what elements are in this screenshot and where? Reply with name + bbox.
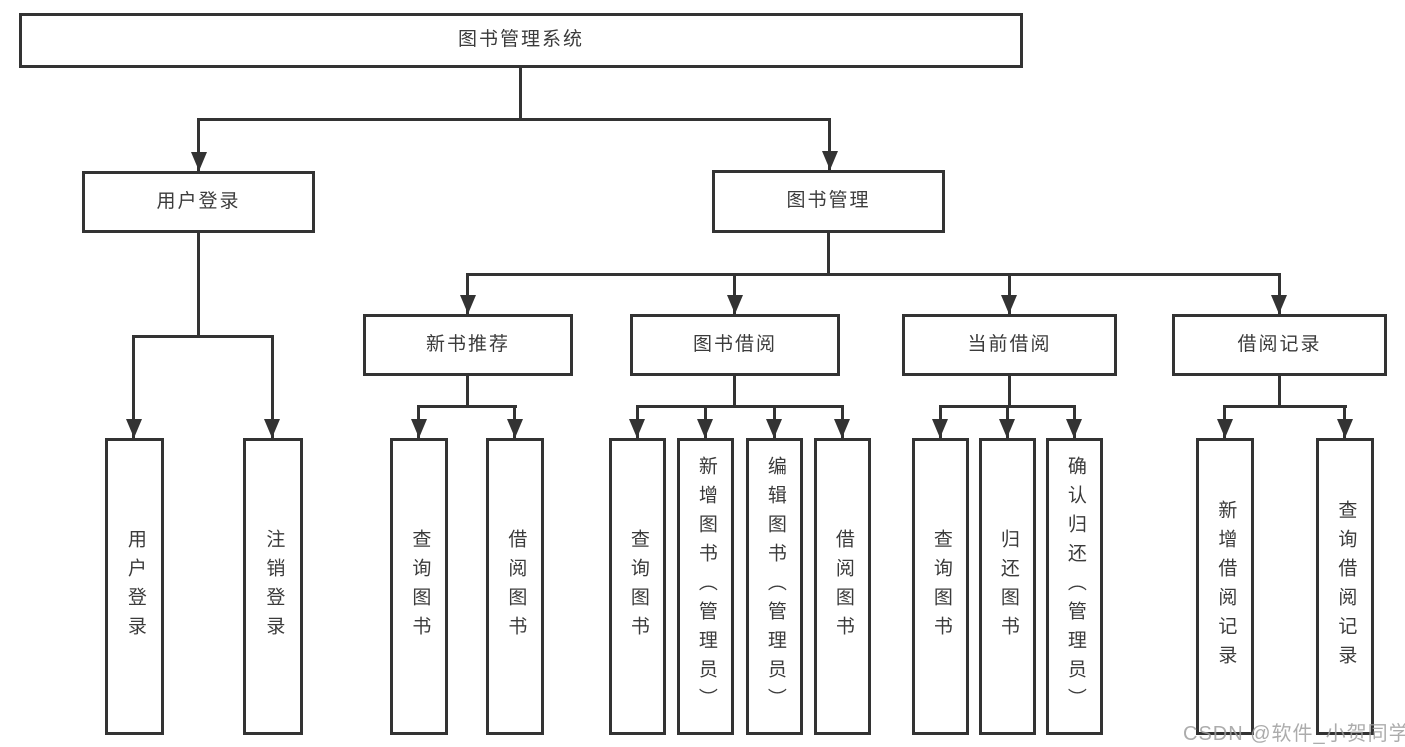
- arrow-down-icon: [411, 419, 427, 438]
- connector-line: [636, 405, 844, 408]
- connector-line: [271, 335, 274, 438]
- leaf-logout: 注销登录: [243, 438, 303, 735]
- connector-line: [733, 376, 736, 405]
- arrow-down-icon: [932, 419, 948, 438]
- leaf-add-books-admin: 新增图书（管理员）: [677, 438, 734, 735]
- arrow-down-icon: [507, 419, 523, 438]
- node-borrowing-records: 借阅记录: [1172, 314, 1387, 376]
- leaf-query-books-2: 查询图书: [609, 438, 666, 735]
- connector-line: [197, 118, 200, 171]
- arrow-down-icon: [1001, 295, 1017, 314]
- connector-line: [468, 273, 1281, 276]
- connector-line: [197, 233, 200, 335]
- arrow-down-icon: [1271, 295, 1287, 314]
- arrow-down-icon: [629, 419, 645, 438]
- node-book-management: 图书管理: [712, 170, 945, 233]
- arrow-down-icon: [1066, 419, 1082, 438]
- connector-line: [466, 273, 469, 314]
- leaf-query-books-1: 查询图书: [390, 438, 448, 735]
- arrow-down-icon: [126, 419, 142, 438]
- connector-line: [1223, 405, 1347, 408]
- arrow-down-icon: [264, 419, 280, 438]
- node-current-borrowing: 当前借阅: [902, 314, 1117, 376]
- node-user-login: 用户登录: [82, 171, 315, 233]
- connector-line: [466, 376, 469, 405]
- leaf-query-borrow-record: 查询借阅记录: [1316, 438, 1374, 735]
- connector-line: [417, 405, 517, 408]
- arrow-down-icon: [191, 152, 207, 171]
- arrow-down-icon: [822, 151, 838, 170]
- node-book-borrowing: 图书借阅: [630, 314, 840, 376]
- leaf-borrow-books-2: 借阅图书: [814, 438, 871, 735]
- connector-line: [733, 273, 736, 314]
- connector-line: [132, 335, 135, 438]
- arrow-down-icon: [1217, 419, 1233, 438]
- leaf-user-login: 用户登录: [105, 438, 164, 735]
- arrow-down-icon: [1337, 419, 1353, 438]
- connector-line: [198, 118, 831, 121]
- leaf-edit-books-admin: 编辑图书（管理员）: [746, 438, 803, 735]
- arrow-down-icon: [834, 419, 850, 438]
- leaf-confirm-return-admin: 确认归还（管理员）: [1046, 438, 1103, 735]
- node-library-management-system: 图书管理系统: [19, 13, 1023, 68]
- csdn-watermark: CSDN @软件_小贺同学: [1183, 723, 1405, 745]
- arrow-down-icon: [460, 295, 476, 314]
- connector-line: [1008, 376, 1011, 405]
- leaf-borrow-books-1: 借阅图书: [486, 438, 544, 735]
- node-new-book-recommendation: 新书推荐: [363, 314, 573, 376]
- connector-line: [133, 335, 274, 338]
- connector-line: [827, 233, 830, 273]
- connector-line: [1278, 376, 1281, 405]
- leaf-query-books-3: 查询图书: [912, 438, 969, 735]
- connector-line: [1278, 273, 1281, 314]
- arrow-down-icon: [999, 419, 1015, 438]
- connector-line: [519, 68, 522, 118]
- connector-line: [828, 118, 831, 170]
- arrow-down-icon: [697, 419, 713, 438]
- leaf-return-books: 归还图书: [979, 438, 1036, 735]
- arrow-down-icon: [727, 295, 743, 314]
- leaf-add-borrow-record: 新增借阅记录: [1196, 438, 1254, 735]
- arrow-down-icon: [766, 419, 782, 438]
- connector-line: [1008, 273, 1011, 314]
